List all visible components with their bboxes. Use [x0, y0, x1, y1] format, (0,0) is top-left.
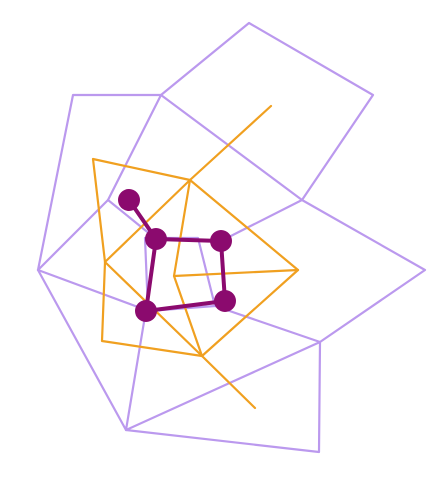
outer-net-segment	[219, 198, 304, 243]
outer-net-segment	[36, 268, 148, 312]
middle-net	[91, 104, 300, 410]
inner-net-nodes	[118, 189, 236, 322]
middle-net-segment	[188, 104, 273, 182]
node	[145, 228, 167, 250]
outer-net-segment	[159, 21, 375, 202]
node	[135, 300, 157, 322]
node	[210, 230, 232, 252]
middle-net-segment	[200, 354, 257, 410]
inner-net-edge	[144, 299, 227, 313]
outer-net-segment	[36, 268, 148, 432]
middle-net-segment	[172, 268, 300, 278]
node	[118, 189, 140, 211]
inner-net-edge	[144, 237, 158, 313]
outer-net-segment	[213, 198, 427, 344]
node	[214, 290, 236, 312]
outer-net-segment	[124, 340, 322, 454]
